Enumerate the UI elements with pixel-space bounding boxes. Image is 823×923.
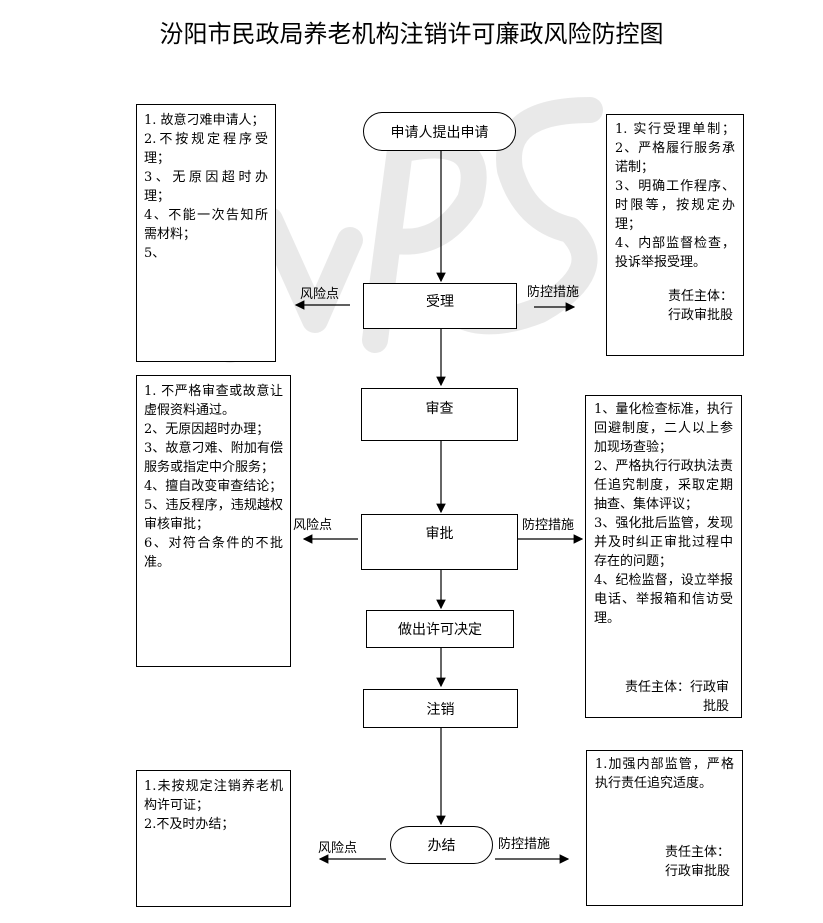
node-apply: 申请人提出申请: [363, 112, 516, 151]
measure-resp-approve: 责任主体：行政审 批股: [624, 680, 729, 714]
measure-label-approve: 防控措施: [522, 518, 575, 533]
diagram-title: 汾阳市民政局养老机构注销许可廉政风险防控图: [159, 20, 664, 48]
node-cancel: 注销: [363, 689, 518, 728]
measure-box-accept: 1. 实行受理单制；2、严格履行服务承诺制； 3、明确工作程序、时限等，按规定办…: [606, 114, 744, 356]
measure-box-finish: 1.加强内部监管，严格执行责任追究适度。 责任主体： 行政审批股: [586, 750, 743, 906]
measure-resp-accept: 责任主体： 行政审批股: [667, 289, 733, 323]
measure-text-approve: 1、量化检查标准，执行回避制度，二人以上参加现场查验； 2、严格执行行政执法责任…: [594, 402, 733, 626]
risk-label-approve: 风险点: [293, 518, 333, 533]
measure-text-finish: 1.加强内部监管，严格执行责任追究适度。: [595, 757, 734, 791]
risk-box-finish: 1.未按规定注销养老机构许可证； 2.不及时办结；: [136, 770, 291, 907]
risk-box-approve: 1. 不严格审查或故意让虚假资料通过。 2、无原因超时办理； 3、故意刁难、附加…: [136, 375, 291, 667]
risk-label-finish: 风险点: [318, 841, 358, 856]
risk-box-accept: 1. 故意刁难申请人； 2.不按规定程序受理； 3、无原因超时办理； 4、不能一…: [136, 104, 276, 362]
node-approve: 审批: [361, 514, 518, 570]
node-accept: 受理: [363, 283, 517, 329]
measure-resp-finish: 责任主体： 行政审批股: [664, 845, 730, 879]
node-review: 审查: [361, 388, 518, 441]
measure-box-approve: 1、量化检查标准，执行回避制度，二人以上参加现场查验； 2、严格执行行政执法责任…: [585, 395, 742, 718]
measure-label-finish: 防控措施: [498, 837, 551, 852]
measure-label-accept: 防控措施: [527, 285, 580, 300]
measure-text-accept: 1. 实行受理单制；2、严格履行服务承诺制； 3、明确工作程序、时限等，按规定办…: [615, 122, 735, 270]
risk-label-accept: 风险点: [300, 287, 340, 302]
node-decide: 做出许可决定: [366, 610, 514, 648]
node-finish: 办结: [390, 826, 493, 864]
